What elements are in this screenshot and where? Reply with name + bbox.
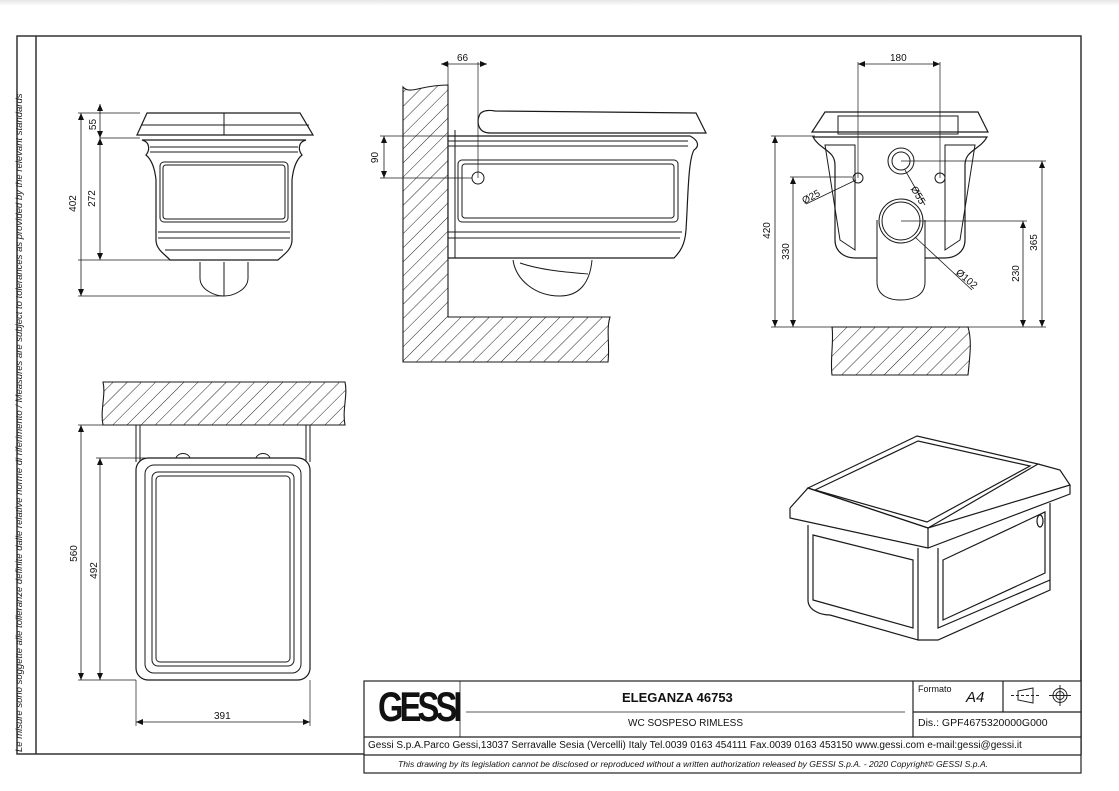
format-label: Formato [918,684,952,694]
dim-rear-bolt-height: 330 [780,243,792,260]
dim-top-total-depth: 560 [68,545,80,562]
front-view [78,104,315,297]
top-view [78,381,347,726]
dim-side-wall-offset: 66 [457,53,469,64]
isometric-view [789,435,1071,641]
dim-front-overall-height: 402 [67,195,79,212]
wall-section [101,381,347,426]
dim-side-inlet-height: 90 [370,151,382,164]
floor-section [830,326,971,376]
product-name: ELEGANZA 46753 [622,690,733,705]
product-type: WC SOSPESO RIMLESS [628,718,744,729]
dim-front-seat-height: 55 [88,118,100,131]
dim-top-width: 391 [214,711,231,722]
dim-rear-bolt-spacing: 180 [890,53,907,64]
viewer-top-shadow [0,0,1119,6]
side-view [380,61,707,363]
first-angle-projection-icon [1011,685,1071,706]
dim-rear-outlet-height: 230 [1010,265,1022,282]
rear-view [771,61,1046,376]
dim-rear-total-height: 420 [761,222,773,239]
dim-rear-inlet-height: 365 [1028,234,1040,251]
wall-floor-section [402,84,611,363]
format-value: A4 [966,689,985,706]
dim-front-body-height: 272 [86,190,98,207]
tolerance-note: Le misure sono soggette alle tolleranze … [14,93,25,753]
dim-top-body-depth: 492 [88,562,100,579]
legal-notice: This drawing by its legislation cannot b… [398,759,989,769]
gessi-logo: GESSI [378,683,463,730]
company-info: Gessi S.p.A.Parco Gessi,13037 Serravalle… [368,740,1022,751]
drawing-number: Dis.: GPF4675320000G000 [918,717,1048,729]
title-block [363,640,1082,774]
